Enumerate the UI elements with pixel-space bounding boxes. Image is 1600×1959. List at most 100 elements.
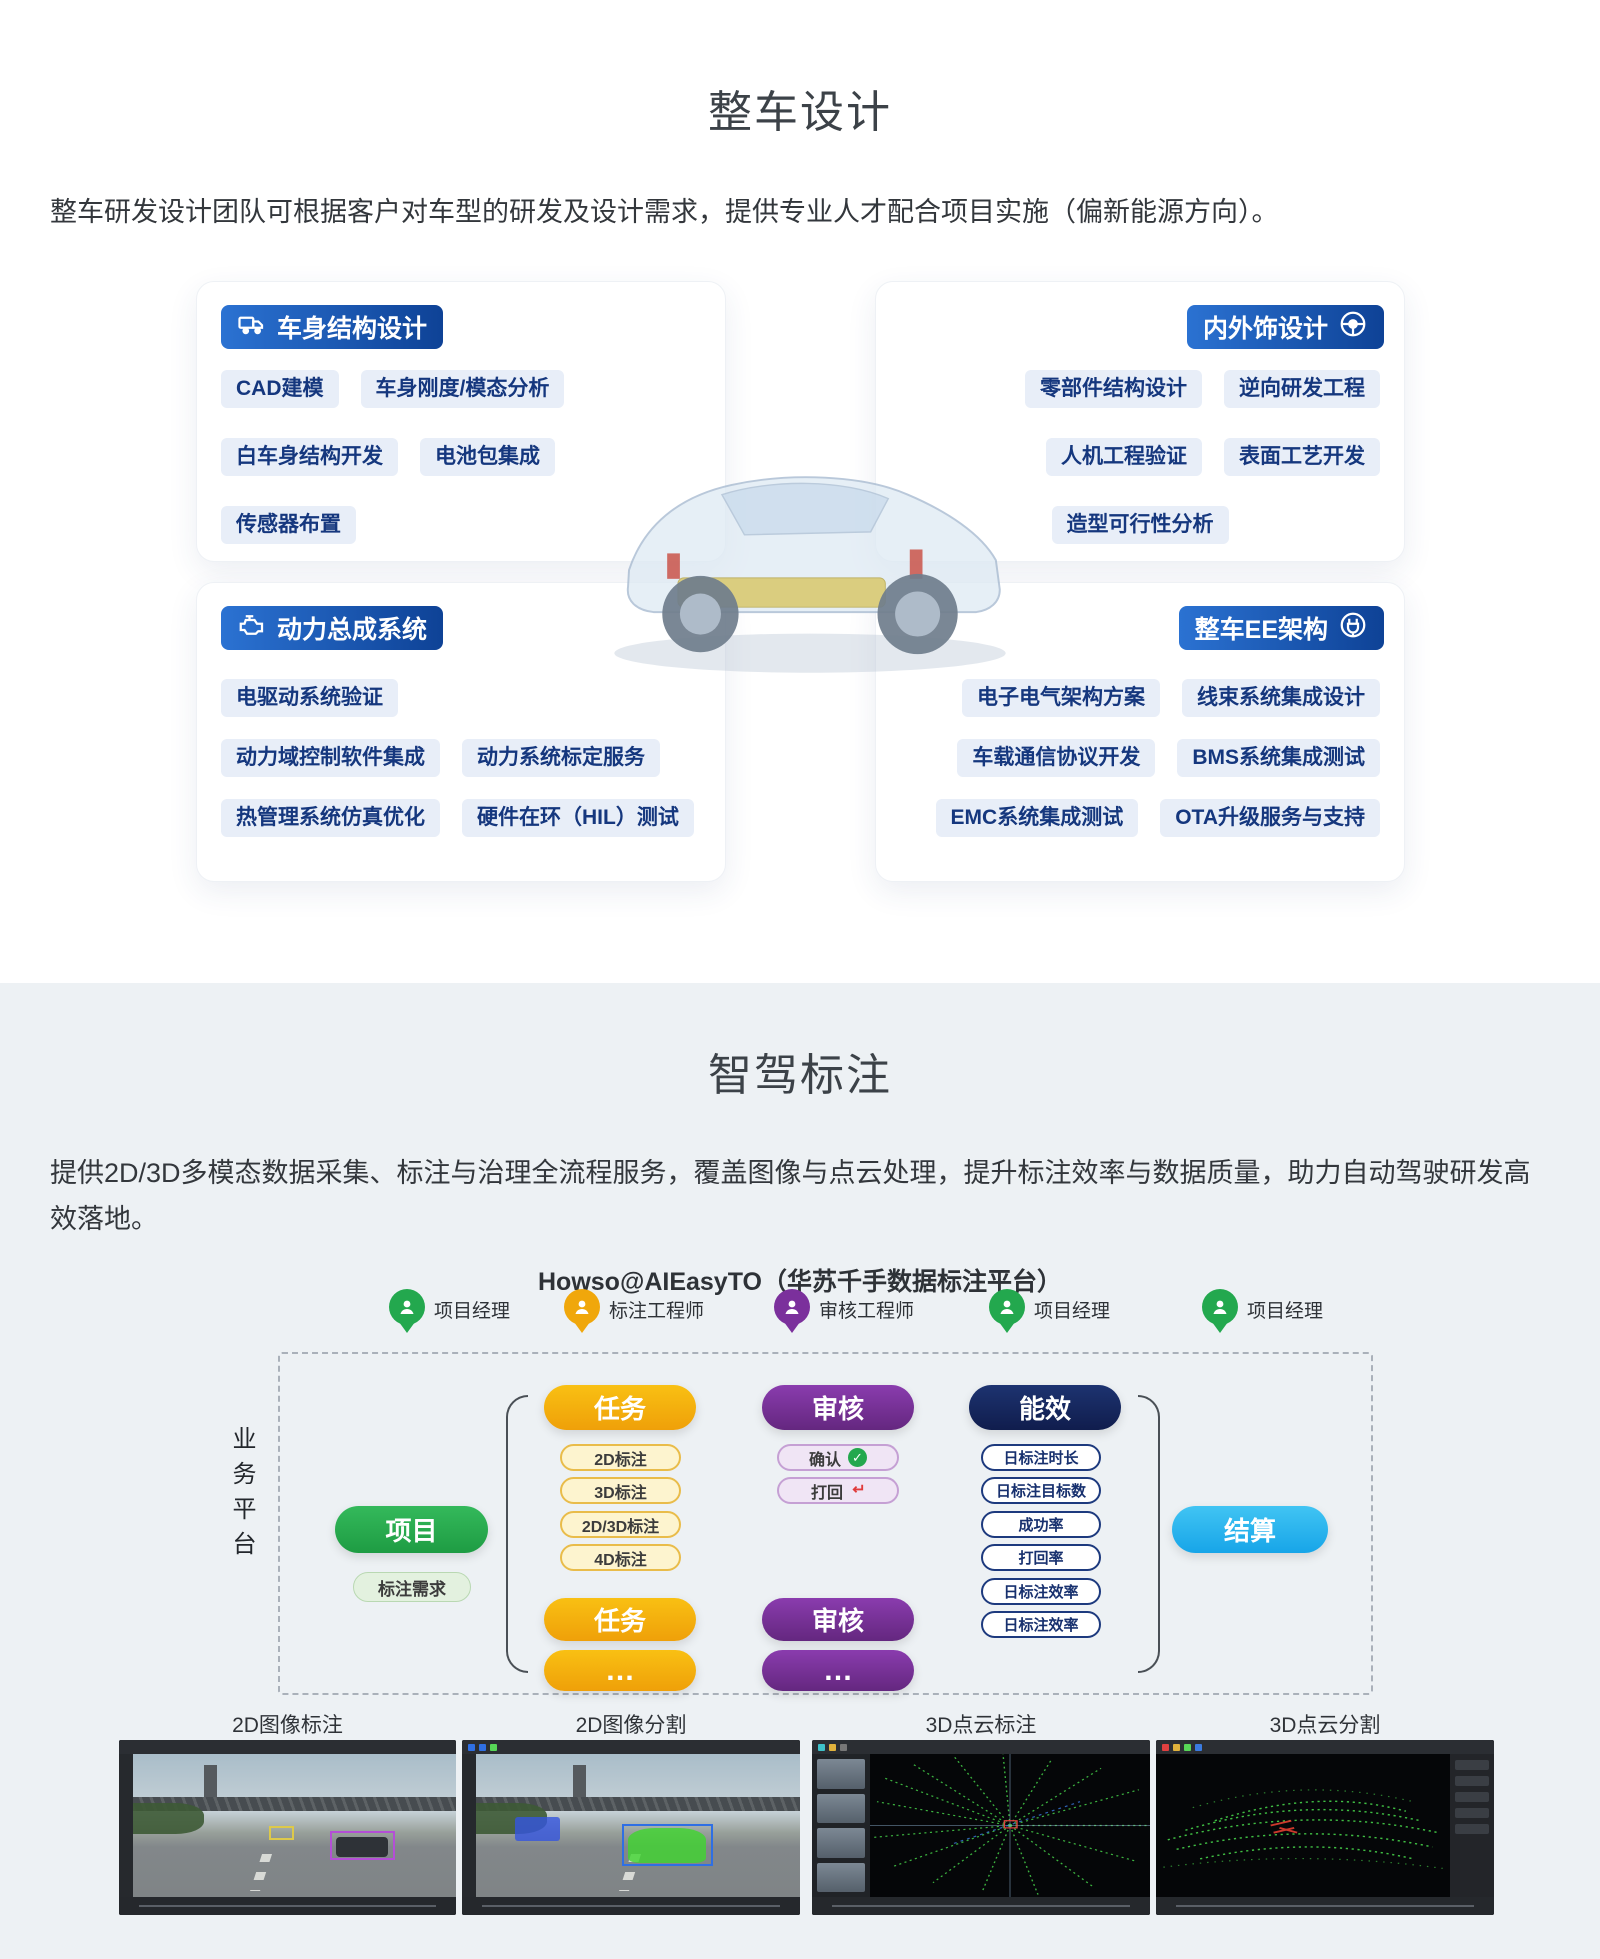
- gallery-label: 2D图像分割: [575, 1714, 687, 1737]
- tool-timeline: [119, 1897, 456, 1915]
- plug-icon: [1338, 610, 1368, 647]
- review-item-label: 确认: [808, 1451, 841, 1469]
- review-pill-2: 审核: [762, 1598, 914, 1641]
- group-bracket-left: [506, 1395, 528, 1673]
- gallery-thumb-3d-annotation: [812, 1740, 1150, 1915]
- task-more-pill: …: [544, 1650, 696, 1691]
- review-more-pill: …: [762, 1650, 914, 1691]
- efficiency-item: 成功率: [981, 1511, 1101, 1538]
- person-pin-icon: [1202, 1289, 1238, 1337]
- service-item: 零部件结构设计: [1025, 370, 1202, 409]
- role-label: 项目经理: [434, 1301, 511, 1322]
- car-render-image: [585, 352, 1035, 700]
- review-item-label: 打回: [810, 1484, 843, 1502]
- role-project-manager-3: 项目经理: [1202, 1289, 1323, 1337]
- review-pill: 审核: [762, 1385, 914, 1430]
- gallery-thumb-2d-segmentation: [462, 1740, 800, 1915]
- service-item: 热管理系统仿真优化: [221, 799, 440, 838]
- tool-toolbar: [1156, 1740, 1494, 1754]
- bridge-shape: [133, 1796, 456, 1812]
- tool-sidebar: [462, 1754, 476, 1897]
- truck-icon: [237, 309, 267, 346]
- service-item: 白车身结构开发: [221, 438, 398, 477]
- check-icon: ✓: [848, 1448, 867, 1467]
- service-item: 线束系统集成设计: [1182, 679, 1380, 718]
- person-pin-icon: [389, 1289, 425, 1337]
- service-item: 车身刚度/模态分析: [360, 370, 565, 409]
- annotation-description: 提供2D/3D多模态数据采集、标注与治理全流程服务，覆盖图像与点云处理，提升标注…: [50, 1158, 1531, 1234]
- bounding-box: [330, 1831, 395, 1860]
- lane-marking-shape: [249, 1854, 272, 1892]
- service-item: 硬件在环（HIL）测试: [462, 799, 694, 838]
- role-label: 项目经理: [1034, 1301, 1111, 1322]
- card-header-interior-exterior: 内外饰设计: [1186, 305, 1384, 349]
- project-pill: 项目: [335, 1506, 488, 1553]
- service-item: 动力域控制软件集成: [221, 739, 440, 778]
- street-scene: [476, 1754, 800, 1897]
- vehicle-design-section: 整车设计 整车研发设计团队可根据客户对车型的研发及设计需求，提供专业人才配合项目…: [50, 88, 1405, 882]
- service-item: 电子电气架构方案: [962, 679, 1160, 718]
- task-item: 3D标注: [560, 1477, 681, 1504]
- service-item: 传感器布置: [221, 506, 356, 545]
- task-pill-2: 任务: [544, 1598, 696, 1641]
- tool-timeline: [1156, 1897, 1494, 1915]
- review-item-confirm: 确认 ✓: [777, 1444, 899, 1471]
- service-item: 人机工程验证: [1046, 438, 1202, 477]
- gallery-label: 2D图像标注: [232, 1714, 343, 1737]
- gallery-label: 3D点云分割: [1269, 1714, 1381, 1737]
- settlement-pill: 结算: [1172, 1506, 1328, 1553]
- group-bracket-right: [1138, 1395, 1160, 1673]
- card-ee-architecture: 整车EE架构 电子电气架构方案 线束系统集成设计 车载通信协议开发 BMS系统集…: [875, 582, 1405, 882]
- service-item: 电驱动系统验证: [221, 679, 398, 718]
- bridge-tower-shape: [573, 1765, 587, 1803]
- platform-vertical-label: 业务平台: [228, 1426, 255, 1566]
- task-item: 4D标注: [560, 1544, 681, 1571]
- task-pill: 任务: [544, 1385, 696, 1430]
- service-item: 逆向研发工程: [1224, 370, 1380, 409]
- bounding-box: [621, 1824, 713, 1866]
- role-project-manager-2: 项目经理: [989, 1289, 1110, 1337]
- gallery-label: 3D点云标注: [925, 1714, 1037, 1737]
- service-item: 电池包集成: [420, 438, 555, 477]
- card-title: 动力总成系统: [277, 616, 428, 644]
- service-item: 造型可行性分析: [1051, 506, 1229, 545]
- tool-sidebar: [119, 1754, 133, 1897]
- vehicle-design-title: 整车设计: [708, 88, 892, 137]
- service-item: OTA升级服务与支持: [1160, 799, 1380, 838]
- steering-wheel-icon: [1338, 309, 1368, 346]
- role-label: 项目经理: [1247, 1301, 1324, 1322]
- bridge-tower-shape: [204, 1765, 217, 1803]
- bridge-shape: [476, 1796, 800, 1812]
- card-header-body-structure: 车身结构设计: [221, 305, 444, 349]
- card-title: 整车EE架构: [1194, 616, 1328, 644]
- task-item: 2D标注: [560, 1444, 681, 1471]
- efficiency-pill: 能效: [969, 1385, 1121, 1430]
- workflow-container: [278, 1352, 1373, 1695]
- service-item: BMS系统集成测试: [1177, 739, 1380, 778]
- gallery-thumb-2d-annotation: [119, 1740, 456, 1915]
- camera-thumbnails-panel: [812, 1754, 870, 1897]
- person-pin-icon: [989, 1289, 1025, 1337]
- car-shape: [336, 1836, 389, 1857]
- card-header-powertrain: 动力总成系统: [221, 606, 444, 650]
- segmentation-mask-blue: [514, 1816, 561, 1842]
- card-interior-exterior: 内外饰设计 零部件结构设计 逆向研发工程 人机工程验证 表面工艺开发 造型可行性…: [875, 281, 1405, 562]
- segmentation-mask-green: [628, 1828, 707, 1863]
- role-annotation-engineer: 标注工程师: [564, 1289, 704, 1337]
- efficiency-item: 日标注目标数: [981, 1477, 1101, 1504]
- undo-icon: [850, 1481, 865, 1501]
- efficiency-item: 日标注时长: [981, 1444, 1101, 1471]
- efficiency-item: 日标注效率: [981, 1611, 1101, 1638]
- trees-shape: [133, 1802, 205, 1835]
- role-label: 标注工程师: [609, 1301, 705, 1322]
- tool-properties-panel: [1450, 1754, 1494, 1897]
- card-body-structure: 车身结构设计 CAD建模 车身刚度/模态分析 白车身结构开发 电池包集成 传感器…: [196, 281, 726, 562]
- bounding-box: [268, 1825, 295, 1840]
- efficiency-item: 打回率: [981, 1544, 1101, 1571]
- card-title: 车身结构设计: [277, 315, 428, 343]
- service-item: 表面工艺开发: [1224, 438, 1380, 477]
- service-item: CAD建模: [221, 370, 339, 409]
- tool-timeline: [462, 1897, 800, 1915]
- tool-toolbar: [462, 1740, 800, 1754]
- service-item: EMC系统集成测试: [935, 799, 1139, 838]
